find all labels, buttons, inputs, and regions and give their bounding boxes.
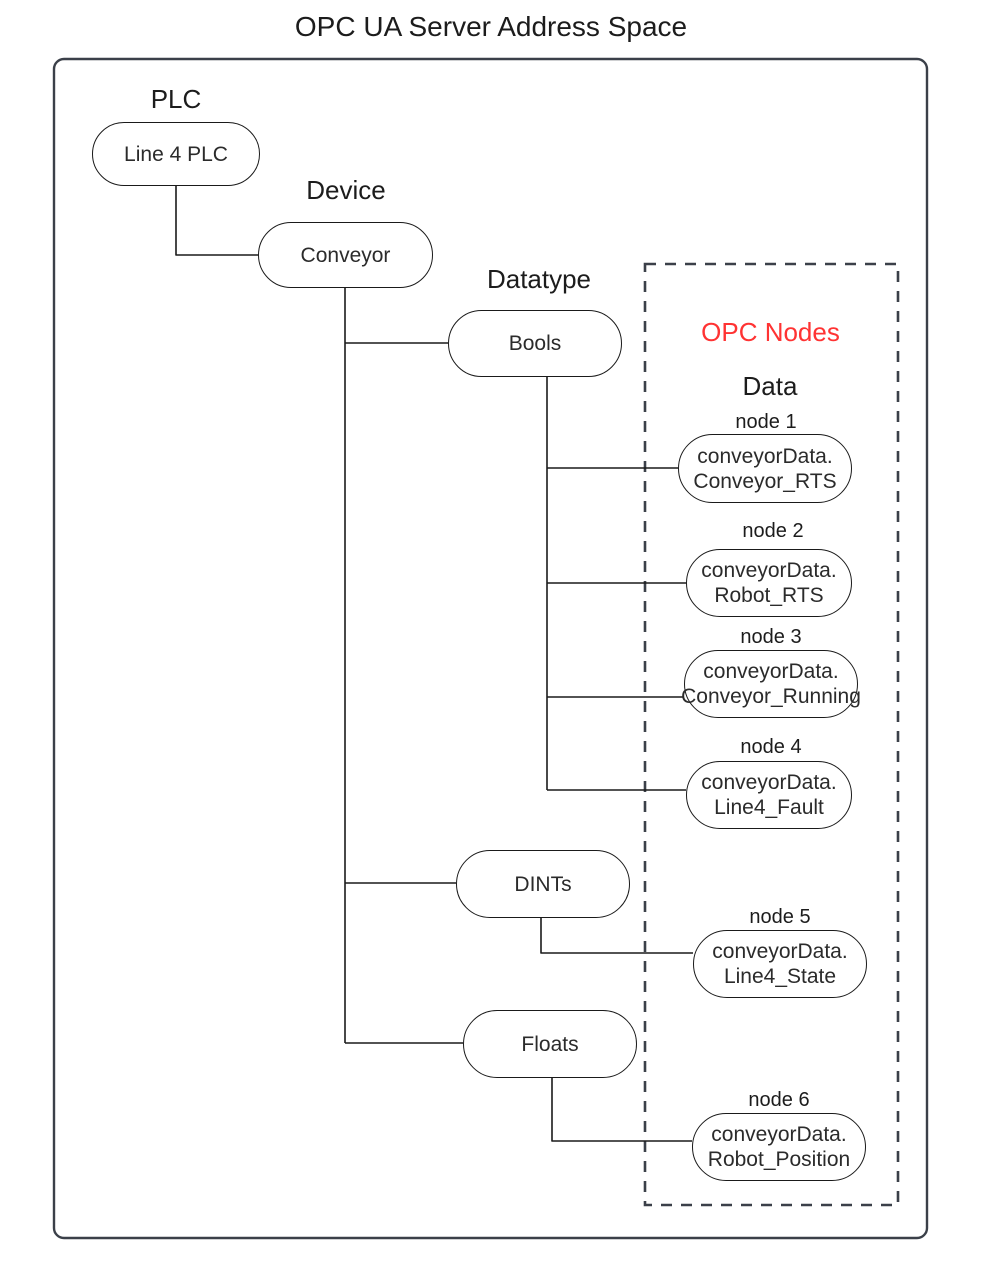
opc-node-4-line2: Line4_Fault xyxy=(714,796,824,819)
edge-plc-to-conveyor xyxy=(175,186,258,256)
opc-node-6-line2: Robot_Position xyxy=(707,1148,851,1171)
opc-node-6[interactable]: conveyorData. Robot_Position xyxy=(692,1113,866,1181)
page-title: OPC UA Server Address Space xyxy=(294,11,688,42)
opc-node-5-line2: Line4_State xyxy=(723,965,837,988)
caption-datatype: Datatype xyxy=(486,264,592,294)
node-line-4-plc-label: Line 4 PLC xyxy=(124,142,228,166)
opc-node-1-label: node 1 xyxy=(735,411,797,433)
opc-node-1-line2: Conveyor_RTS xyxy=(693,469,837,493)
node-datatype-floats-label: Floats xyxy=(521,1032,579,1056)
caption-data: Data xyxy=(742,371,798,401)
opc-node-4[interactable]: conveyorData. Line4_Fault xyxy=(686,761,852,829)
node-conveyor[interactable]: Conveyor xyxy=(258,222,433,288)
opc-node-3-line2: Conveyor_Running xyxy=(681,685,861,708)
opc-node-3[interactable]: conveyorData. Conveyor_Running xyxy=(681,650,861,718)
opc-node-2-line1: conveyorData. xyxy=(701,559,837,582)
opc-node-6-line1: conveyorData. xyxy=(711,1123,847,1146)
node-datatype-bools-label: Bools xyxy=(508,332,562,355)
node-conveyor-label: Conveyor xyxy=(300,243,391,267)
opc-node-4-label: node 4 xyxy=(740,736,802,758)
node-datatype-floats[interactable]: Floats xyxy=(463,1010,637,1078)
opc-node-2-label: node 2 xyxy=(742,520,804,542)
opc-node-1-line1: conveyorData. xyxy=(697,444,833,468)
node-line-4-plc[interactable]: Line 4 PLC xyxy=(92,122,260,186)
opc-node-2-line2: Robot_RTS xyxy=(714,584,824,607)
opc-node-5-label: node 5 xyxy=(749,906,811,928)
caption-plc: PLC xyxy=(150,84,202,114)
opc-node-5-line1: conveyorData. xyxy=(712,940,848,963)
opc-node-6-label: node 6 xyxy=(748,1089,810,1111)
caption-opc-nodes: OPC Nodes xyxy=(701,317,840,347)
opc-node-3-label: node 3 xyxy=(740,626,802,648)
opc-node-5[interactable]: conveyorData. Line4_State xyxy=(693,930,867,998)
opc-nodes-dashed-frame xyxy=(643,262,900,1207)
edge-floats-to-node6 xyxy=(551,1078,692,1142)
node-datatype-dints[interactable]: DINTs xyxy=(456,850,630,918)
opc-node-2[interactable]: conveyorData. Robot_RTS xyxy=(686,549,852,617)
edge-dints-to-node5 xyxy=(540,918,693,954)
node-datatype-bools[interactable]: Bools xyxy=(448,310,622,377)
opc-node-4-line1: conveyorData. xyxy=(701,771,837,794)
caption-device: Device xyxy=(306,175,386,205)
opc-node-3-line1: conveyorData. xyxy=(703,660,839,683)
opc-node-1[interactable]: conveyorData. Conveyor_RTS xyxy=(678,434,852,503)
node-datatype-dints-label: DINTs xyxy=(514,872,572,896)
